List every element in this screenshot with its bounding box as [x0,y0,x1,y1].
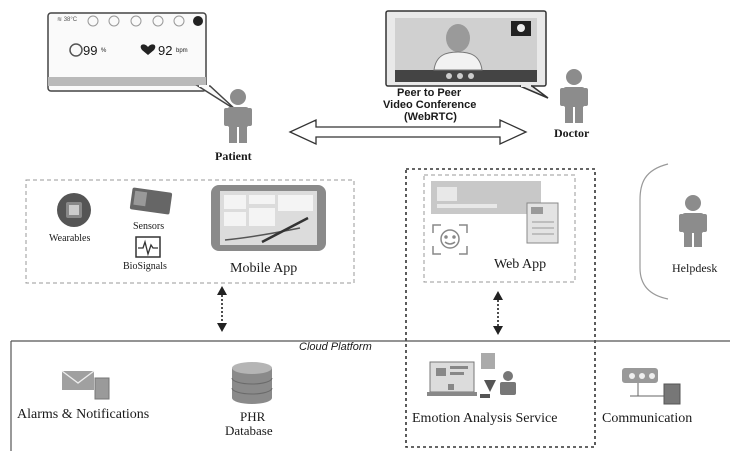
emotion-analysis-label: Emotion Analysis Service [412,411,558,426]
wearable-watch-icon [57,193,91,227]
patient-person-icon [224,89,252,143]
oxygen-value: 99 [83,43,98,58]
patient-phone-screen [47,12,237,111]
video-caption-line2: Video Conference [383,99,477,111]
mobile-cloud-arrow [217,286,227,332]
phr-label-line1: PHR [240,409,266,424]
tablet-mobile-app-icon [211,185,326,251]
heart-rate-value: 92 [158,43,173,58]
cloud-platform-title: Cloud Platform [299,341,372,353]
video-caption-line1: Peer to Peer [397,87,462,99]
webapp-cloud-arrow [493,291,503,335]
cloud-platform-frame [10,340,730,451]
patient-devices-box [25,179,355,284]
heart-icon [140,44,156,55]
communication-icon [622,368,681,405]
oxygen-icon [69,43,83,57]
sensors-label: Sensors [133,221,165,232]
peer-to-peer-arrow [288,118,528,146]
helpdesk-label: Helpdesk [672,261,718,275]
biosignals-label: BioSignals [123,261,167,272]
oxygen-unit: % [101,48,107,54]
face-recognition-icon [432,224,468,255]
wearables-label: Wearables [49,233,91,244]
phr-label-line2: Database [225,423,273,438]
web-app-box [423,174,576,283]
web-app-icon [431,181,559,244]
video-caption-line3: (WebRTC) [404,111,457,123]
doctor-label: Doctor [554,126,590,140]
mobile-app-label: Mobile App [230,261,298,276]
notification-envelope-icon [61,370,110,400]
biosignals-icon [135,236,161,258]
doctor-video-screen [385,10,549,99]
phone-status-text: ≋ 38°C [57,17,78,23]
patient-label: Patient [215,149,252,163]
heart-rate-unit: bpm [176,48,188,54]
emotion-analysis-icon [427,353,516,398]
helpdesk-box [639,163,669,300]
sensor-device-icon [129,187,173,215]
web-emotion-column-box [405,168,596,448]
doctor-person-icon [560,69,588,123]
web-app-label: Web App [494,257,547,272]
alarms-label: Alarms & Notifications [17,407,150,422]
database-cylinder-icon [231,362,273,404]
communication-label: Communication [602,411,693,426]
helpdesk-person-icon [679,195,707,247]
